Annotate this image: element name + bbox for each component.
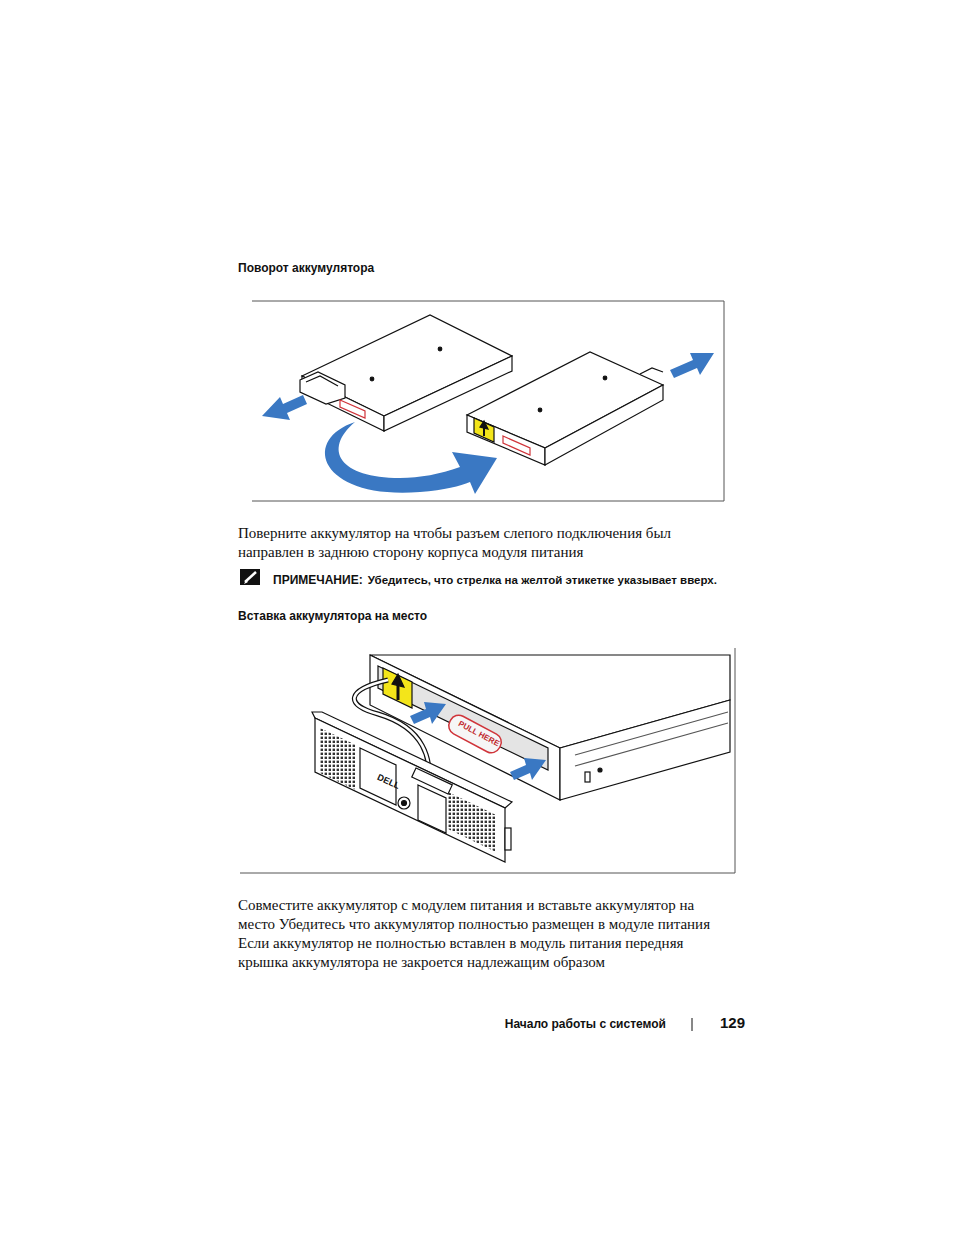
bezel-latch (505, 828, 511, 850)
handle-slot (306, 376, 338, 386)
bezel-vent (320, 728, 356, 790)
note-icon-box (240, 569, 260, 585)
pull-tab (446, 712, 505, 756)
page-number: 129 (720, 1014, 745, 1031)
screw-dot (438, 347, 442, 351)
label-arrow-head (392, 674, 404, 687)
section-heading: Поворот аккумулятора (238, 261, 374, 275)
bezel-front (315, 718, 505, 862)
note-icon (240, 569, 260, 585)
section-heading: Вставка аккумулятора на место (238, 609, 427, 623)
figure-frame (240, 648, 735, 873)
bezel-opening (418, 785, 446, 833)
note-heading: ПРИМЕЧАНИЕ: (273, 573, 363, 587)
blue-arrow (670, 353, 714, 378)
label-arrow-head (480, 421, 488, 429)
yellow-label (474, 418, 494, 442)
body-paragraph: Совместите аккумулятор с модулем питания… (238, 896, 728, 972)
yellow-label (383, 668, 412, 708)
body-paragraph: Поверните аккумулятор на чтобы разъем сл… (238, 524, 720, 562)
note-pencil (245, 572, 256, 582)
blue-arrow (510, 758, 546, 780)
front-bezel (312, 712, 512, 862)
chassis-dot (598, 768, 602, 772)
blue-arrow (262, 395, 307, 420)
battery-front (467, 415, 545, 465)
pull-tab (503, 436, 530, 455)
screw-dot (370, 377, 374, 381)
battery-side (545, 385, 663, 465)
figure-frame (252, 301, 724, 501)
blue-arrow (410, 702, 446, 724)
chassis-led (585, 772, 590, 782)
footer-chapter: Начало работы с системой (505, 1017, 666, 1031)
bezel-clip (412, 768, 452, 794)
footer-separator (692, 1018, 693, 1031)
screw-dot (538, 408, 542, 412)
chassis-side (560, 700, 730, 800)
note-text: Убедитесь, что стрелка на желтой этикетк… (368, 574, 717, 586)
bezel-lock (398, 797, 410, 809)
screw-dot (603, 376, 607, 380)
pull-tab (340, 400, 365, 418)
battery-right (467, 352, 663, 465)
battery-handle (300, 372, 345, 404)
bezel-lock-core (402, 801, 407, 806)
chassis-line (575, 712, 728, 766)
battery-latch (640, 368, 663, 374)
note-pencil-tip (244, 580, 248, 584)
bezel-vent (448, 792, 496, 852)
power-module-chassis (370, 655, 730, 800)
